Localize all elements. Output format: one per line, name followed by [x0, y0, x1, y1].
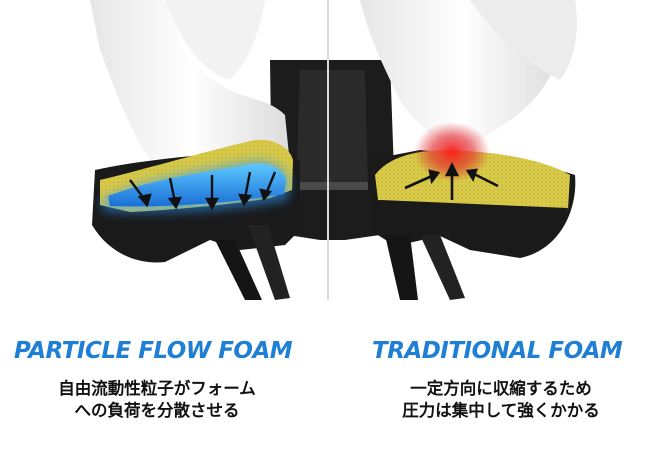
left-body-shape	[90, 0, 290, 165]
left-dispersion-arrows	[129, 171, 277, 211]
left-desc-line-1: 自由流動性粒子がフォーム	[58, 379, 256, 398]
right-title: TRADITIONAL FOAM	[372, 338, 623, 364]
left-title: PARTICLE FLOW FOAM	[14, 338, 293, 364]
right-description: 一定方向に収縮するため 圧力は集中して強くかかる	[370, 378, 632, 422]
center-divider	[327, 0, 329, 300]
saddle-center-shell	[270, 60, 395, 240]
left-description: 自由流動性粒子がフォーム への負荷を分散させる	[22, 378, 292, 422]
pressure-point-glow	[414, 122, 490, 182]
right-pressure-arrows	[404, 162, 499, 200]
right-desc-line-1: 一定方向に収縮するため	[410, 379, 592, 398]
right-desc-line-2: 圧力は集中して強くかかる	[402, 401, 600, 420]
right-body-shape	[360, 0, 577, 150]
left-desc-line-2: への負荷を分散させる	[74, 401, 240, 420]
